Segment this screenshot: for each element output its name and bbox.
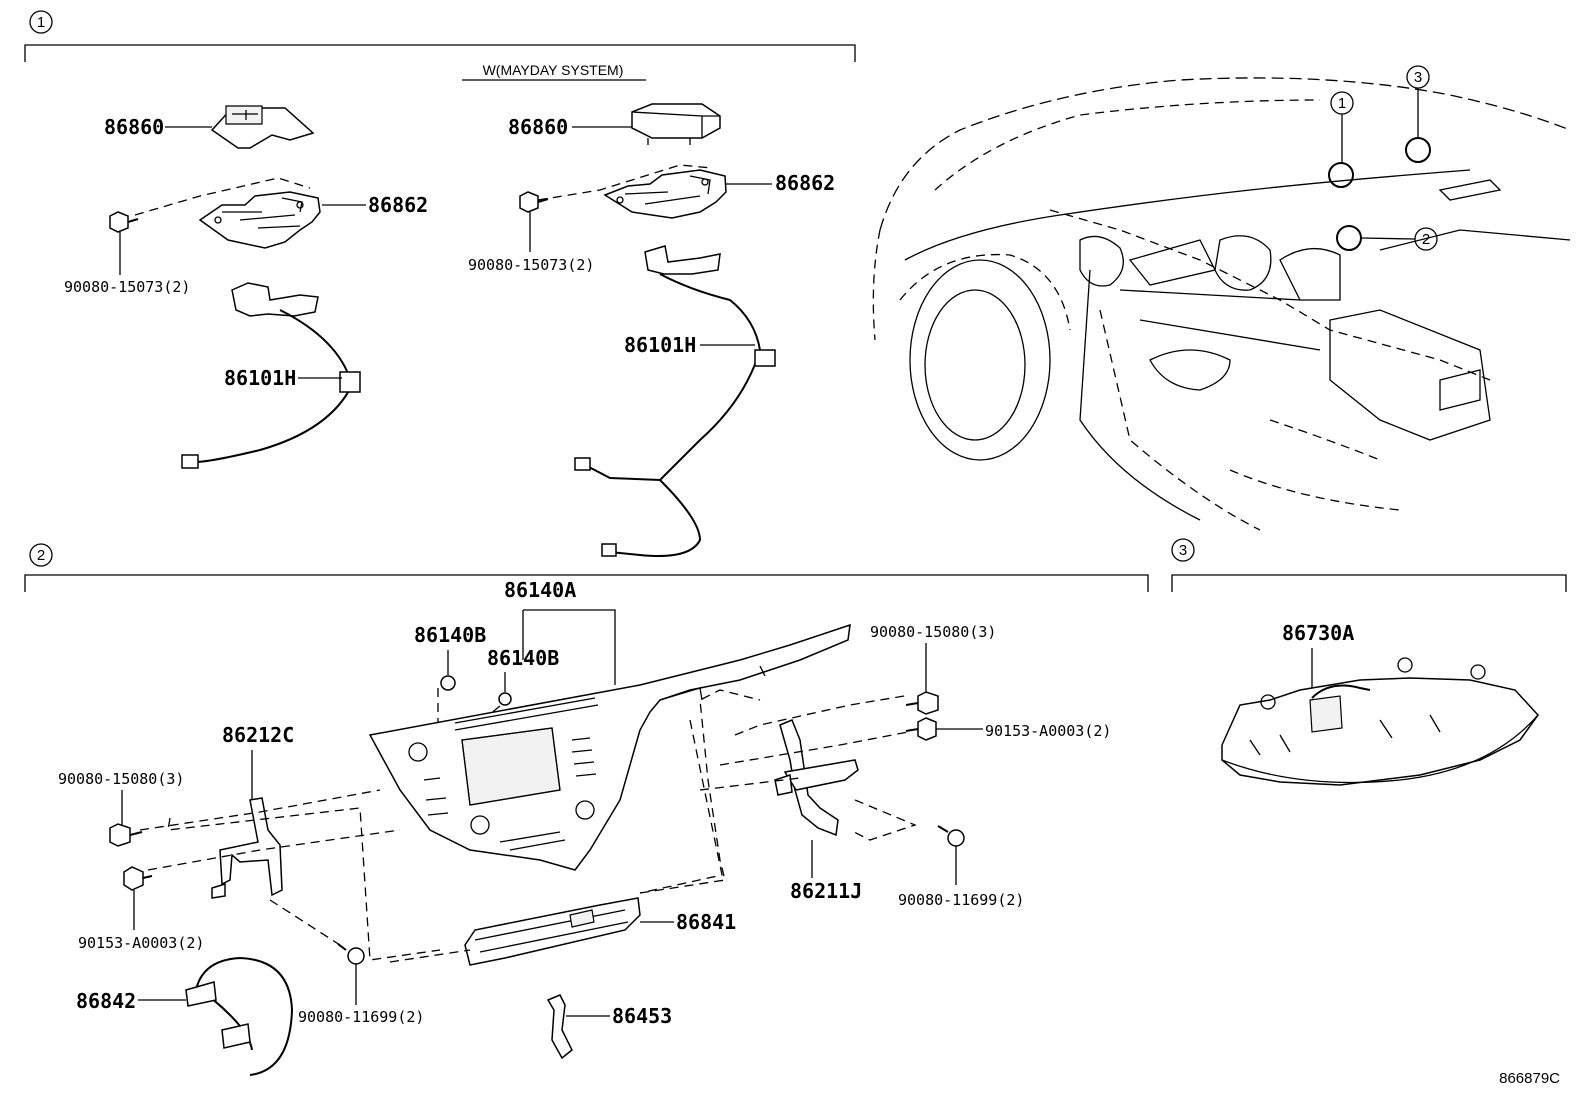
part-label-90153-A0003-left: 90153-A0003(2) <box>78 934 204 952</box>
section-3: 3 86730A <box>1171 538 1567 786</box>
screw-90080-11699-right <box>937 825 965 847</box>
overhead-console-86730A <box>1221 657 1539 786</box>
unit-86841 <box>464 897 641 966</box>
telematics-unit-right <box>631 103 721 145</box>
part-label-86730A: 86730A <box>1282 621 1354 645</box>
part-label-86862-right: 86862 <box>775 171 835 195</box>
section-1-number: 1 <box>37 14 45 31</box>
section-3-marker <box>1171 538 1195 562</box>
bracket-86862-left <box>198 191 321 249</box>
part-label-86212C: 86212C <box>222 723 294 747</box>
section-3-number: 3 <box>1179 542 1187 559</box>
part-label-90080-11699-left: 90080-11699(2) <box>298 1008 424 1026</box>
harness-86842 <box>185 956 294 1076</box>
vehicle-interior-view: 1 2 3 <box>872 65 1571 531</box>
bolt-90080-15073-left <box>109 211 139 233</box>
part-label-86140A: 86140A <box>504 578 576 602</box>
part-86453 <box>546 994 573 1060</box>
bolt-90080-15080-left <box>109 823 143 847</box>
screw-90080-11699-left <box>337 943 365 965</box>
bolt-90080-15073-right <box>519 191 549 213</box>
diagram-reference-code: 866879C <box>1499 1070 1560 1087</box>
section-2: 2 86140A 86140B 86140B 86212C <box>24 543 1149 1076</box>
location-marker-1 <box>1328 162 1354 188</box>
knob-86140B-b <box>498 692 512 706</box>
part-label-86860-right: 86860 <box>508 115 568 139</box>
wire-harness-86101H-right <box>574 245 776 557</box>
mayday-caption: W(MAYDAY SYSTEM) <box>483 62 624 78</box>
section-1-bracket <box>24 44 856 62</box>
section-3-bracket <box>1171 574 1567 592</box>
location-marker-3 <box>1405 137 1431 163</box>
part-label-90080-15080-right: 90080-15080(3) <box>870 623 996 641</box>
part-label-90153-A0003-right: 90153-A0003(2) <box>985 722 1111 740</box>
part-label-86140B-b: 86140B <box>487 646 559 670</box>
telematics-unit-left <box>210 105 315 149</box>
part-label-90080-15080-left: 90080-15080(3) <box>58 770 184 788</box>
part-label-90080-11699-right: 90080-11699(2) <box>898 891 1024 909</box>
part-label-86101H-right: 86101H <box>624 333 696 357</box>
callout-1: 1 <box>1338 95 1346 112</box>
section-2-number: 2 <box>37 547 45 564</box>
section-1: 1 W(MAYDAY SYSTEM) 86860 86862 90080-150… <box>24 10 856 557</box>
nut-90153-A0003-right <box>905 717 937 741</box>
part-label-90080-15073-left: 90080-15073(2) <box>64 278 190 296</box>
part-label-86842: 86842 <box>76 989 136 1013</box>
part-label-86140B-a: 86140B <box>414 623 486 647</box>
part-label-86211J: 86211J <box>790 879 862 903</box>
section-2-bracket <box>24 574 1149 592</box>
bracket-86211J <box>774 719 859 837</box>
section-2-marker <box>29 543 53 567</box>
part-label-86101H-left: 86101H <box>224 366 296 390</box>
section-1-marker <box>29 10 53 34</box>
bracket-86862-right <box>603 169 727 219</box>
display-panel-86140A <box>368 623 851 871</box>
bracket-86212C <box>211 797 283 899</box>
part-label-86862-left: 86862 <box>368 193 428 217</box>
part-label-86860-left: 86860 <box>104 115 164 139</box>
wire-harness-86101H-left <box>181 282 361 469</box>
part-label-86453: 86453 <box>612 1004 672 1028</box>
location-marker-2 <box>1336 225 1362 251</box>
part-label-86841: 86841 <box>676 910 736 934</box>
nut-90153-A0003-left <box>123 866 153 891</box>
bolt-90080-15080-right <box>905 691 939 715</box>
callout-3: 3 <box>1414 69 1422 86</box>
part-label-90080-15073-right: 90080-15073(2) <box>468 256 594 274</box>
callout-2: 2 <box>1422 231 1430 248</box>
knob-86140B-a <box>440 675 456 691</box>
